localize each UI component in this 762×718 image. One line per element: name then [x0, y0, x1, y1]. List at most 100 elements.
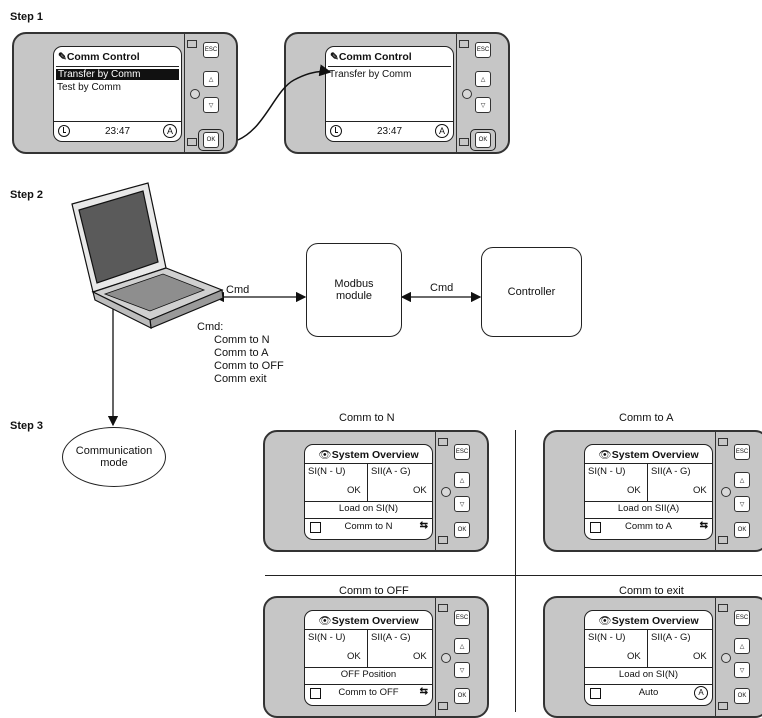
load-status: Load on SII(A) [617, 503, 680, 514]
up-key[interactable]: △ [475, 71, 491, 87]
corner-top-icon [438, 438, 448, 446]
corner-top-icon [459, 40, 469, 48]
esc-key[interactable]: ESC [454, 610, 470, 626]
up-key[interactable]: △ [734, 638, 750, 654]
esc-key[interactable]: ESC [203, 42, 219, 58]
ok-key[interactable]: OK [454, 688, 470, 704]
down-key[interactable]: ▽ [734, 496, 750, 512]
overview-device-comm-to-a: 👁System Overview SI(N - U) SII(A - G) OK… [543, 430, 762, 552]
menu-item-test-by-comm[interactable]: Test by Comm [57, 82, 121, 93]
quadrant-divider-horizontal [265, 575, 762, 576]
source-2-status: OK [413, 485, 427, 496]
corner-top-icon [718, 604, 728, 612]
cmd-list-item: Comm to OFF [214, 360, 284, 372]
corner-top-icon [718, 438, 728, 446]
comm-swap-icon: ⇆ [419, 520, 428, 531]
footer-status: Comm to N [344, 521, 393, 532]
eye-icon: 👁 [318, 615, 332, 627]
cmd-list-item: Comm to N [214, 334, 270, 346]
ok-to-screen-connector [237, 64, 332, 141]
wrench-icon: ✎ [330, 51, 339, 63]
source-2-status: OK [693, 485, 707, 496]
down-key[interactable]: ▽ [734, 662, 750, 678]
auto-mode-icon: A [163, 124, 177, 138]
up-key[interactable]: △ [454, 472, 470, 488]
esc-key[interactable]: ESC [734, 610, 750, 626]
load-status: Load on SI(N) [618, 669, 679, 680]
esc-key[interactable]: ESC [454, 444, 470, 460]
book-icon [310, 688, 321, 699]
system-overview-screen: 👁System Overview SI(N - U) SII(A - G) OK… [304, 444, 433, 540]
ok-highlight [470, 129, 496, 151]
down-key[interactable]: ▽ [475, 97, 491, 113]
menu-item-transfer-by-comm[interactable]: Transfer by Comm [56, 69, 179, 80]
comm-swap-icon: ⇆ [699, 520, 708, 531]
down-arrow-icon: ▽ [739, 667, 745, 674]
clock-icon [58, 125, 70, 137]
keypad: ESC △ ▽ OK [456, 34, 509, 152]
load-status: Load on SI(N) [338, 503, 399, 514]
eye-icon: 👁 [598, 449, 612, 461]
esc-key[interactable]: ESC [734, 444, 750, 460]
corner-bottom-icon [438, 702, 448, 710]
controller-box: Controller [481, 247, 582, 337]
step-1-label: Step 1 [10, 11, 44, 23]
panel-caption: Comm to OFF [339, 585, 409, 597]
down-key[interactable]: ▽ [203, 97, 219, 113]
down-arrow-icon: ▽ [739, 501, 745, 508]
corner-bottom-icon [187, 138, 197, 146]
up-key[interactable]: △ [734, 472, 750, 488]
down-arrow-icon: ▽ [208, 102, 214, 109]
eye-icon: 👁 [318, 449, 332, 461]
ok-key[interactable]: OK [475, 132, 491, 148]
screen-title: System Overview [331, 615, 419, 627]
source-2-label: SII(A - G) [651, 632, 691, 643]
overview-device-comm-to-exit: 👁System Overview SI(N - U) SII(A - G) OK… [543, 596, 762, 718]
up-key[interactable]: △ [454, 638, 470, 654]
status-led [721, 653, 731, 663]
eye-icon: 👁 [598, 615, 612, 627]
cmd-label-left: Cmd [226, 284, 250, 296]
footer-status: Comm to A [625, 521, 672, 532]
panel-caption: Comm to exit [619, 585, 684, 597]
clock-time: 23:47 [376, 126, 403, 137]
controller-device-2: ✎Comm Control Transfer by Comm 23:47 A E… [284, 32, 510, 154]
screen-title: System Overview [611, 449, 699, 461]
source-2-label: SII(A - G) [651, 466, 691, 477]
status-led [441, 487, 451, 497]
menu-item-transfer-by-comm[interactable]: Transfer by Comm [329, 69, 412, 80]
corner-top-icon [187, 40, 197, 48]
screen-title: Comm Control [338, 51, 412, 63]
up-key[interactable]: △ [203, 71, 219, 87]
up-arrow-icon: △ [739, 643, 745, 650]
auto-mode-icon: A [435, 124, 449, 138]
up-arrow-icon: △ [459, 643, 465, 650]
step-3-label: Step 3 [10, 420, 44, 432]
down-key[interactable]: ▽ [454, 496, 470, 512]
system-overview-screen: 👁System Overview SI(N - U) SII(A - G) OK… [304, 610, 433, 706]
book-icon [590, 522, 601, 533]
down-arrow-icon: ▽ [459, 667, 465, 674]
comm-control-screen: ✎Comm Control Transfer by Comm 23:47 A [325, 46, 454, 142]
step-2-label: Step 2 [10, 189, 44, 201]
keypad: ESC △ ▽ OK [184, 34, 237, 152]
source-2-label: SII(A - G) [371, 466, 411, 477]
corner-bottom-icon [438, 536, 448, 544]
down-key[interactable]: ▽ [454, 662, 470, 678]
book-icon [310, 522, 321, 533]
source-1-label: SI(N - U) [308, 632, 346, 643]
ok-key[interactable]: OK [734, 522, 750, 538]
ok-key[interactable]: OK [203, 132, 219, 148]
esc-key[interactable]: ESC [475, 42, 491, 58]
ok-key[interactable]: OK [734, 688, 750, 704]
source-1-status: OK [627, 651, 641, 662]
cmd-list-item: Comm to A [214, 347, 269, 359]
keypad: ESC △ ▽ OK [715, 598, 762, 716]
keypad: ESC △ ▽ OK [435, 598, 488, 716]
status-led [462, 89, 472, 99]
status-led [721, 487, 731, 497]
ok-key[interactable]: OK [454, 522, 470, 538]
screen-title: System Overview [611, 615, 699, 627]
load-status: OFF Position [340, 669, 397, 680]
